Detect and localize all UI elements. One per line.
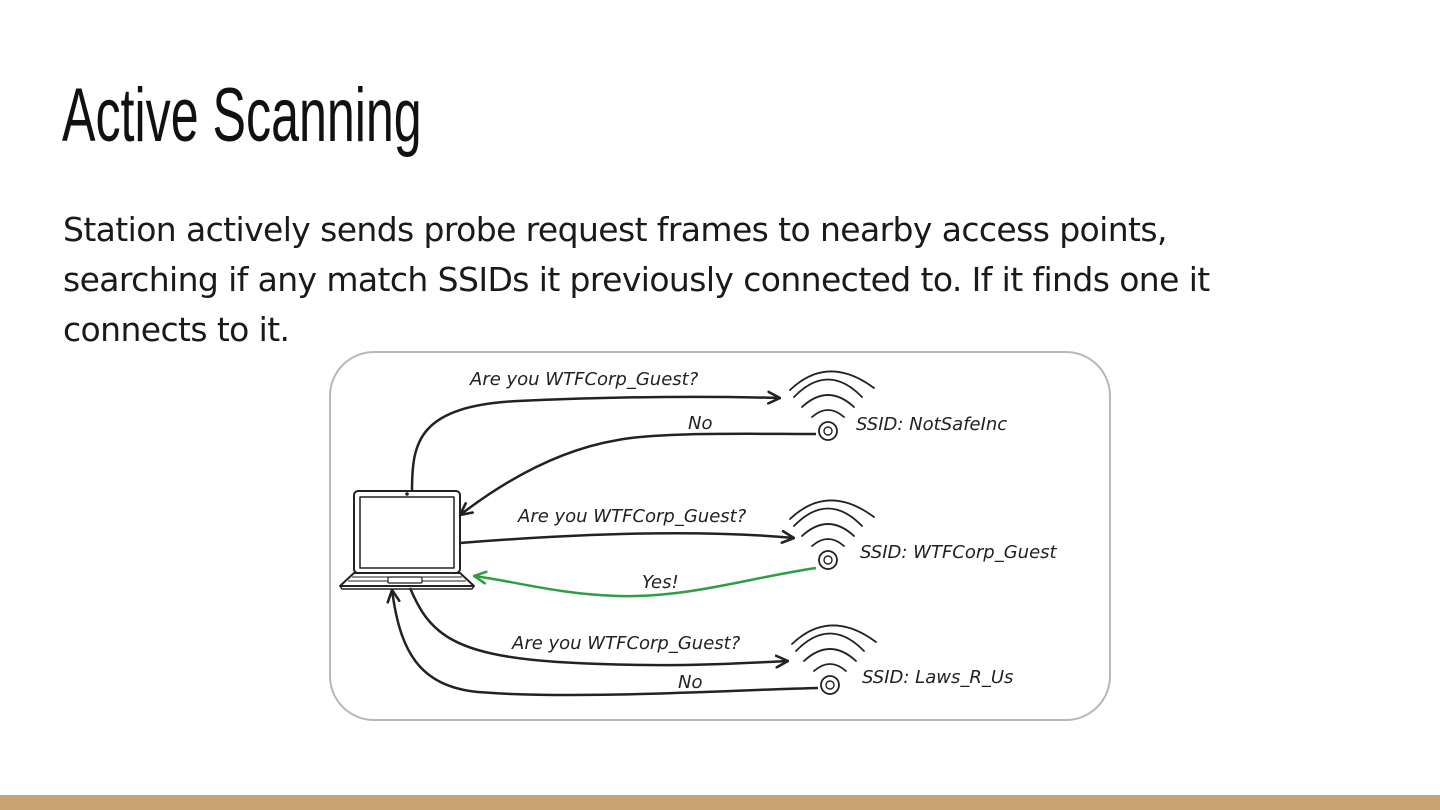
wifi-access-point-icon <box>789 499 875 570</box>
wifi-access-point-icon <box>789 370 875 441</box>
probe-request-label: Are you WTFCorp_Guest? <box>517 506 747 527</box>
slide-body-text: Station actively sends probe request fra… <box>63 210 1210 349</box>
ssid-label: SSID: Laws_R_Us <box>862 667 1013 688</box>
diagram-frame <box>329 351 1111 721</box>
accent-bar <box>0 795 1440 810</box>
slide-title: Active Scanning <box>62 73 422 158</box>
probe-request-arrow <box>410 397 780 492</box>
probe-request-label: Are you WTFCorp_Guest? <box>469 369 699 390</box>
laptop-icon <box>339 490 475 590</box>
probe-response-label: No <box>678 672 702 693</box>
ssid-label: SSID: NotSafeInc <box>856 414 1007 435</box>
probe-response-arrow-success <box>474 566 817 598</box>
probe-response-label: Yes! <box>642 572 679 593</box>
wifi-access-point-icon <box>791 624 877 695</box>
probe-response-label: No <box>688 413 712 434</box>
probe-request-arrow <box>408 587 788 665</box>
active-scanning-diagram: SSID: NotSafeInc SSID: WTFCorp_Guest SSI… <box>329 351 1111 721</box>
probe-request-label: Are you WTFCorp_Guest? <box>511 633 741 654</box>
probe-request-arrow <box>459 533 794 545</box>
probe-response-arrow <box>392 590 819 697</box>
probe-response-arrow <box>460 432 817 515</box>
ssid-label: SSID: WTFCorp_Guest <box>860 542 1058 563</box>
